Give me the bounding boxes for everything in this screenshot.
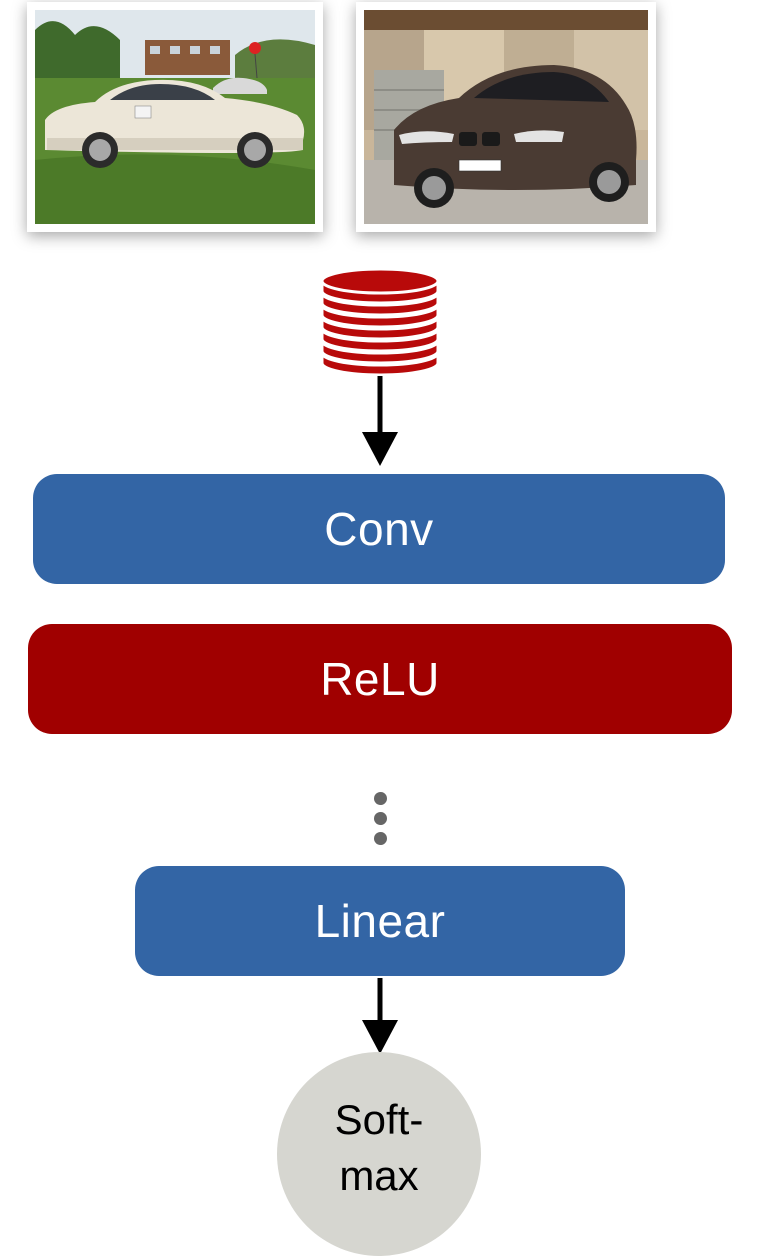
linear-layer: Linear [135,866,625,976]
softmax-node: Soft- max [277,1052,481,1256]
softmax-label-line2: max [339,1152,419,1199]
softmax-label-line1: Soft- [334,1096,424,1143]
conv-label: Conv [324,503,434,555]
arrow-down-icon [362,978,398,1054]
relu-layer: ReLU [28,624,732,734]
arrow-down-icon [362,376,398,466]
brown-bmw-image [364,10,648,224]
car-photo-right [356,2,656,232]
car-photo-left [27,2,323,232]
linear-label: Linear [314,895,446,947]
silver-sedan-image [35,10,315,224]
conv-layer: Conv [33,474,725,584]
ellipsis-icon [373,792,389,848]
database-stack-icon [320,267,440,375]
relu-label: ReLU [320,653,440,705]
